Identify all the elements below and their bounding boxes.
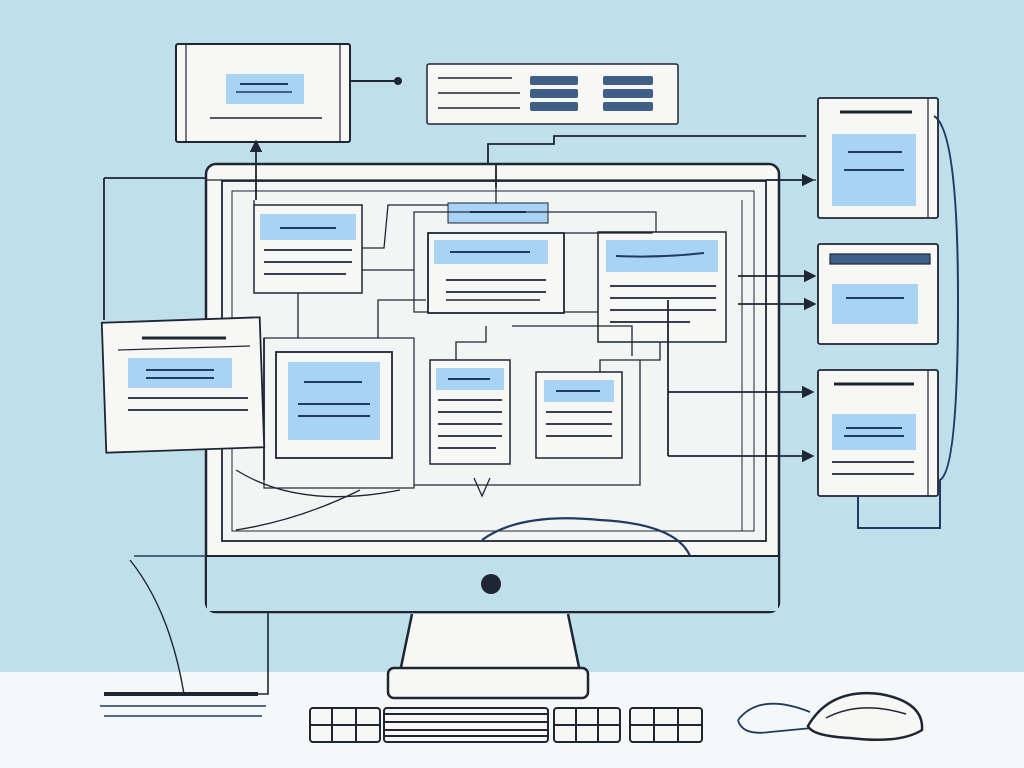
connector-dot: [394, 77, 402, 85]
floating-window-right-1: [817, 97, 939, 219]
bracket-connector: [857, 115, 960, 529]
flow-card: [535, 371, 623, 459]
floating-toolbar: [426, 63, 679, 125]
flow-card: [253, 204, 363, 294]
floating-window-right-3: [817, 369, 939, 497]
keyboard: [309, 707, 703, 743]
desk-notepad: [100, 692, 266, 717]
toolbar-tab-group: [603, 76, 653, 85]
flow-card: [263, 337, 415, 489]
screen-flowchart: [231, 172, 755, 557]
flow-card: [413, 202, 657, 314]
keyboard-spacebar-block: [383, 707, 549, 743]
floating-window-top-left: [175, 43, 351, 143]
monitor-stand-base: [386, 666, 590, 700]
flow-card: [429, 359, 511, 465]
mouse: [737, 691, 924, 742]
power-button: [481, 574, 501, 594]
cable-left: [129, 559, 185, 695]
floating-card-left: [100, 316, 266, 454]
external-connectors: [103, 135, 817, 480]
highlight-bar: [226, 74, 304, 104]
floating-form-right-2: [817, 243, 939, 345]
cable-stand: [258, 612, 269, 695]
monitor-stand-neck: [398, 613, 582, 674]
toolbar-tab-group: [530, 76, 578, 85]
flow-card: [597, 231, 727, 343]
screen-arc: [481, 517, 692, 557]
